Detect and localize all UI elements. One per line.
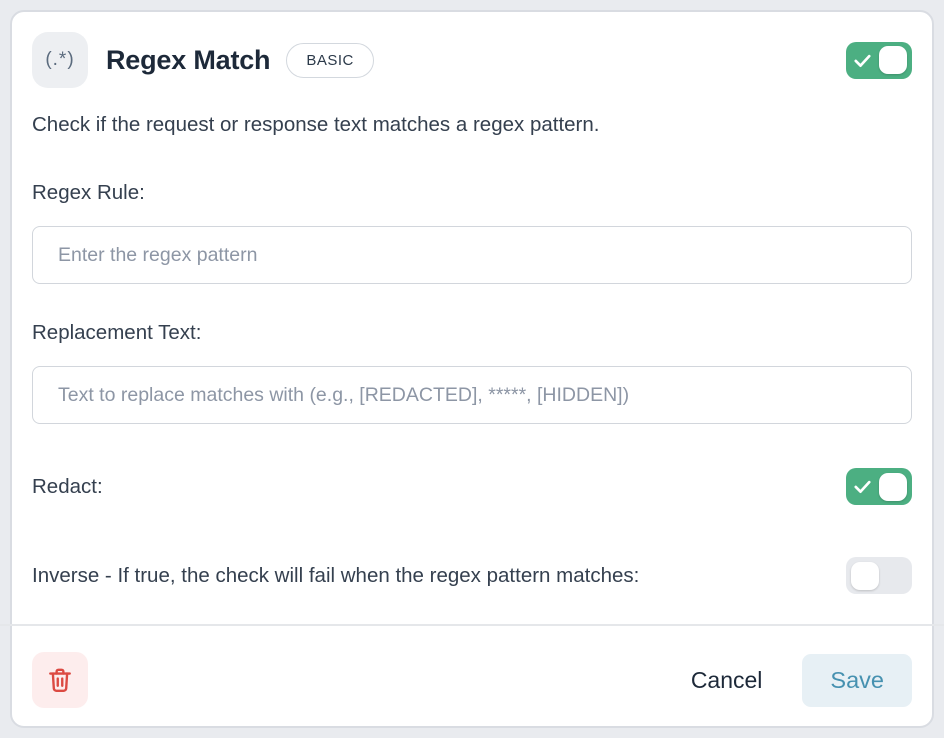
regex-rule-label: Regex Rule: <box>32 181 145 204</box>
inverse-row: Inverse - If true, the check will fail w… <box>32 557 912 594</box>
trash-icon <box>49 668 71 692</box>
redact-toggle[interactable] <box>846 468 912 505</box>
cancel-button[interactable]: Cancel <box>685 657 769 704</box>
card-header: (.*) Regex Match BASIC <box>32 32 912 88</box>
replacement-text-input[interactable] <box>32 366 912 424</box>
toggle-knob <box>851 561 879 590</box>
basic-badge: BASIC <box>286 42 374 78</box>
card-description: Check if the request or response text ma… <box>32 113 600 136</box>
checkmark-icon <box>854 480 871 493</box>
redact-label: Redact: <box>32 474 103 498</box>
card-footer: Cancel Save <box>32 652 912 708</box>
regex-match-card: (.*) Regex Match BASIC Check if the requ… <box>10 10 934 728</box>
page-title: Regex Match <box>106 44 271 75</box>
checkmark-icon <box>854 54 871 67</box>
regex-rule-input[interactable] <box>32 226 912 284</box>
replacement-text-label: Replacement Text: <box>32 321 202 344</box>
regex-icon-text: (.*) <box>45 49 75 70</box>
save-button[interactable]: Save <box>802 653 912 707</box>
inverse-label: Inverse - If true, the check will fail w… <box>32 563 640 587</box>
inverse-toggle[interactable] <box>846 557 912 594</box>
regex-icon: (.*) <box>32 32 88 88</box>
redact-row: Redact: <box>32 468 912 505</box>
delete-button[interactable] <box>32 652 88 708</box>
footer-divider <box>0 624 944 626</box>
toggle-knob <box>879 46 907 74</box>
enabled-toggle[interactable] <box>846 41 912 79</box>
toggle-knob <box>879 472 907 501</box>
